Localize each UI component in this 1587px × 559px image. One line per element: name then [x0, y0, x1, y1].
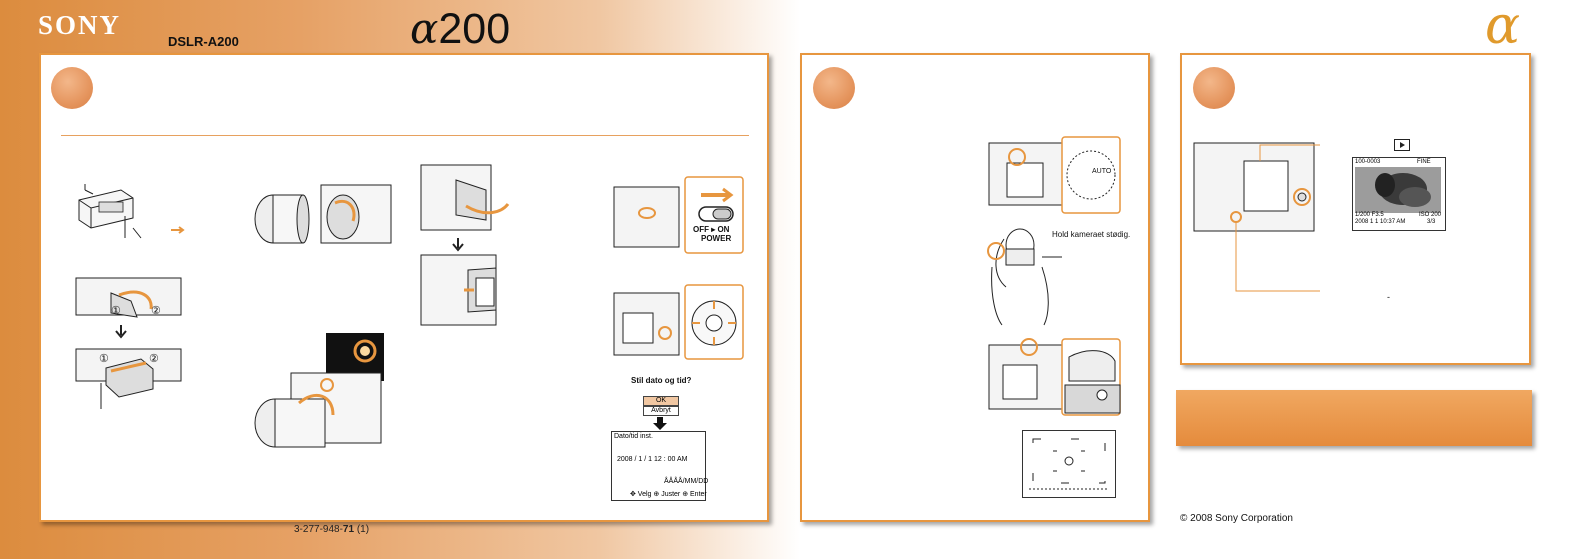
step-label-1b: ①: [99, 353, 109, 365]
step-label-1a: ①: [111, 305, 121, 317]
part-number-prefix: 3-277-948-: [294, 524, 343, 535]
switch-power-label: POWER: [701, 234, 732, 243]
step-circle-3: [1193, 67, 1235, 109]
menu-prompt: Stil dato og tid?: [631, 376, 692, 385]
playback-quality: FINE: [1417, 159, 1431, 165]
focus-frame-screen: [1022, 430, 1116, 498]
clock-setup-title: Dato/tid inst.: [614, 433, 653, 440]
alpha-logo: α: [1485, 0, 1521, 56]
step-label-2b: ②: [149, 353, 159, 365]
clock-date-line: 2008 / 1 / 1 12 : 00 AM: [617, 456, 688, 463]
step-label-2a: ②: [151, 305, 161, 317]
menu-option-cancel[interactable]: Avbryt: [643, 406, 679, 416]
playback-file-number: 100-0003: [1355, 159, 1381, 165]
orange-banner: [1176, 390, 1532, 446]
hold-camera-illustration: [982, 227, 1062, 327]
part-number-bold: 71: [342, 524, 355, 535]
battery-charger-illustration: [71, 180, 211, 250]
clock-footer: ✥ Velg ⊕ Juster ⊕ Enter: [630, 491, 707, 498]
playback-screen: 100-0003 FINE 1/200 F3.5 2008 1 1 10:37 …: [1352, 157, 1446, 231]
copyright: © 2008 Sony Corporation: [1180, 513, 1293, 524]
dash-mark: -: [1387, 292, 1390, 302]
hold-camera-caption: Hold kameraet stødig.: [1052, 230, 1131, 239]
memory-card-illustration: [416, 160, 526, 330]
dog-photo: [1355, 167, 1441, 213]
clock-format-line: ÅÅÅÅ/MM/DD: [664, 478, 709, 485]
step-circle-2: [813, 67, 855, 109]
shutter-press-illustration: [987, 337, 1122, 417]
playback-button-icon: [1394, 139, 1410, 151]
model-code: DSLR-A200: [168, 34, 239, 49]
playback-timestamp: 2008 1 1 10:37 AM: [1355, 219, 1406, 225]
arrow-down-icon: [653, 417, 667, 431]
menu-option-ok[interactable]: OK: [643, 396, 679, 406]
model-mark: α200: [410, 4, 510, 54]
alpha-glyph: α: [410, 4, 439, 53]
lens-mount-illustration: [251, 333, 391, 453]
clock-setup-screen: Dato/tid inst. 2008 / 1 / 1 12 : 00 AM Å…: [611, 431, 709, 501]
divider: [61, 135, 749, 136]
panel-shooting: AUTO Hold kameraet stødig.: [800, 53, 1150, 522]
playback-iso: ISO 200: [1419, 212, 1442, 218]
playback-exposure: 1/200 F3.5: [1355, 212, 1384, 218]
part-number: 3-277-948-71 (1): [294, 524, 369, 535]
part-number-suffix: (1): [354, 524, 370, 535]
panel-preparation: ① ② ① ②: [39, 53, 769, 522]
switch-off-on-label: OFF ▸ ON: [693, 225, 730, 234]
battery-insert-illustration: [71, 273, 191, 413]
step-circle-1: [51, 67, 93, 109]
mode-dial-illustration: [987, 135, 1122, 215]
playback-counter: 3/3: [1427, 219, 1436, 225]
controller-illustration: [609, 283, 749, 363]
model-number: 200: [438, 5, 511, 53]
sony-logo: SONY: [38, 10, 122, 40]
playback-camera-illustration: [1190, 135, 1320, 295]
lens-attach-illustration: [251, 173, 401, 253]
mode-dial-auto-label: AUTO: [1092, 168, 1112, 175]
power-switch-illustration: [609, 175, 749, 257]
panel-playback: 100-0003 FINE 1/200 F3.5 2008 1 1 10:37 …: [1180, 53, 1531, 365]
